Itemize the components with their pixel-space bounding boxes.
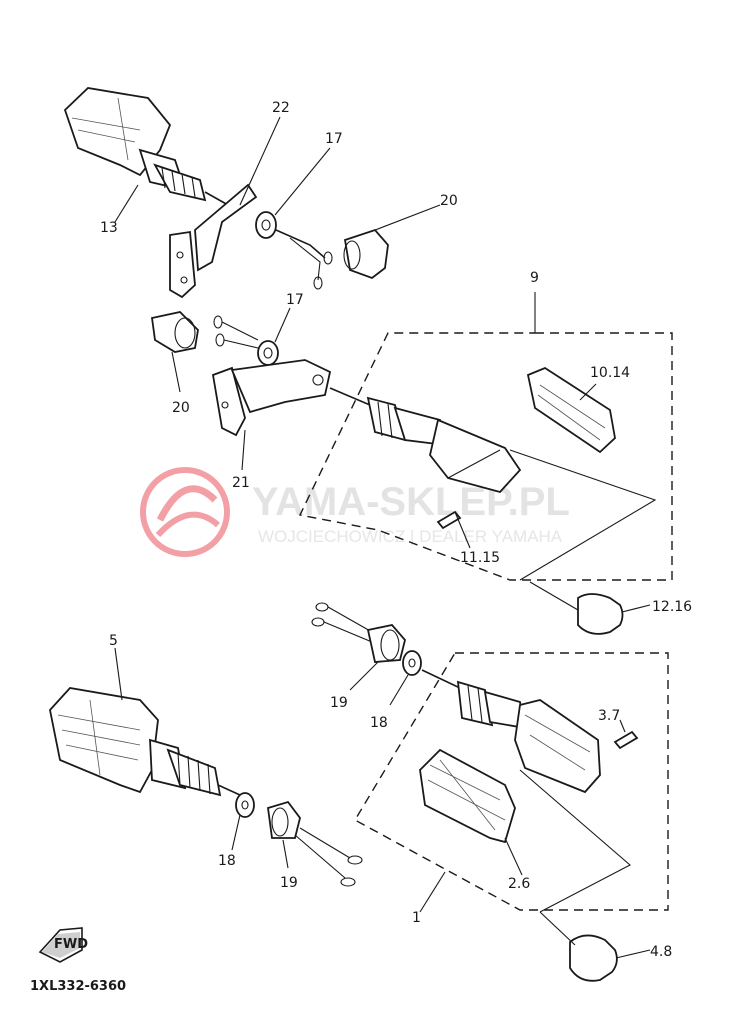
yamaha-logo-icon <box>140 467 230 557</box>
grommet-17-lower <box>213 307 291 366</box>
label-19-mid: 19 <box>330 695 348 711</box>
grommet-17-upper <box>255 147 333 290</box>
lens-10-14 <box>526 366 616 454</box>
grommet-18-mid <box>389 650 422 706</box>
bulb-4-8 <box>539 911 651 982</box>
label-4-8: 4.8 <box>650 944 672 960</box>
label-17-upper: 17 <box>325 131 343 147</box>
part-labels: 22 17 13 20 9 17 10.14 20 21 11.15 12.16… <box>100 100 692 960</box>
turn-signal-1 <box>421 669 601 794</box>
label-5: 5 <box>109 633 118 649</box>
cover-19-lower-left <box>267 800 363 887</box>
label-12-16: 12.16 <box>652 599 692 615</box>
fwd-badge-text: FWD <box>54 937 88 952</box>
screw-11-15 <box>436 510 471 549</box>
label-17-lower: 17 <box>286 292 304 308</box>
bulb-12-16 <box>529 581 651 635</box>
turn-signal-13 <box>63 87 229 223</box>
label-21: 21 <box>232 475 250 491</box>
label-18-lower: 18 <box>218 853 236 869</box>
label-1: 1 <box>412 910 421 926</box>
bracket-22 <box>169 116 281 299</box>
leader-lines-1 <box>519 769 631 913</box>
diagram-code: 1XL332-6360 <box>30 979 126 994</box>
label-13: 13 <box>100 220 118 236</box>
screw-3-7 <box>613 719 639 750</box>
label-2-6: 2.6 <box>508 876 530 892</box>
cover-20-lower <box>150 311 199 393</box>
lens-2-6 <box>419 748 523 876</box>
label-20-lower: 20 <box>172 400 190 416</box>
label-22: 22 <box>272 100 290 116</box>
label-10-14: 10.14 <box>590 365 630 381</box>
label-18-mid: 18 <box>370 715 388 731</box>
watermark-subtitle: WOJCIECHOWICZ | DEALER YAMAHA <box>258 527 563 546</box>
label-11-15: 11.15 <box>460 550 500 566</box>
label-9: 9 <box>530 270 539 286</box>
label-20-upper: 20 <box>440 193 458 209</box>
assembly-group-1 <box>354 652 669 913</box>
fwd-arrow-icon: FWD <box>38 927 88 963</box>
turn-signal-9 <box>329 387 522 494</box>
turn-signal-5 <box>49 647 241 797</box>
leader-lines-9 <box>509 449 657 581</box>
label-3-7: 3.7 <box>598 708 620 724</box>
watermark-title: YAMA-SKLEP.PL <box>252 480 570 524</box>
bracket-21 <box>211 359 332 471</box>
cover-20-upper <box>343 204 441 280</box>
label-19-lower: 19 <box>280 875 298 891</box>
watermark: YAMA-SKLEP.PL WOJCIECHOWICZ | DEALER YAM… <box>140 467 570 557</box>
grommet-18-lower-left <box>231 792 255 851</box>
cover-19-mid <box>311 602 406 691</box>
assembly-group-9 <box>298 292 673 581</box>
